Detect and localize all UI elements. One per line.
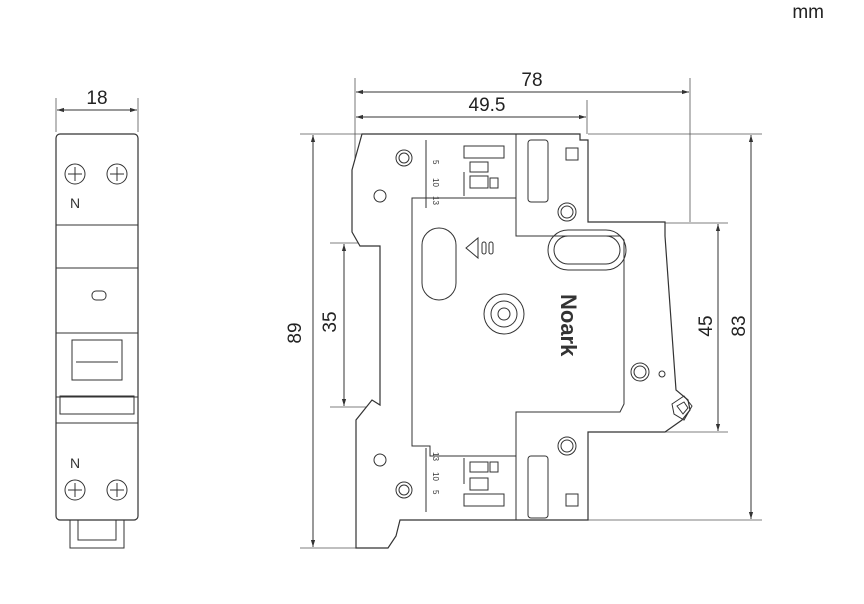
mount-hole: [373, 189, 387, 203]
svg-text:5: 5: [431, 490, 440, 495]
side-view: 78 49.5 89 35 45 83: [285, 70, 762, 549]
dim-rail-height: 35: [320, 311, 341, 332]
toggle-base: [59, 395, 135, 415]
oval-slot: [547, 229, 627, 271]
brand-label: Noark: [556, 294, 581, 357]
mount-hole: [395, 481, 413, 499]
inner-panel: [411, 197, 625, 457]
toggle-housing: [55, 332, 139, 398]
front-view: 18 N N: [55, 88, 139, 549]
dim-front-width: 18: [86, 88, 107, 109]
screw-icon: [64, 479, 86, 501]
dim-overall-height: 89: [285, 322, 306, 343]
indicator-window: [91, 290, 107, 301]
center-knob: [483, 293, 525, 335]
svg-text:5: 5: [431, 160, 440, 165]
svg-text:10: 10: [431, 178, 440, 187]
terminal-marking-bottom: 13 10 5: [425, 448, 505, 512]
unit-label: mm: [792, 2, 824, 23]
svg-text:13: 13: [431, 196, 440, 205]
neutral-label-bottom: N: [70, 455, 80, 471]
side-body-outline: [351, 133, 691, 549]
front-body: [55, 133, 139, 521]
screw-icon: [106, 479, 128, 501]
mount-hole: [557, 436, 577, 456]
din-clip: [69, 520, 125, 549]
mount-hole: [557, 202, 577, 222]
arrow-left-icon: [465, 236, 479, 260]
toggle-lever: [71, 339, 123, 381]
dim-body-height: 83: [729, 315, 750, 336]
screw-icon: [64, 163, 86, 185]
screw-icon: [106, 163, 128, 185]
dim-overall-width: 78: [521, 70, 542, 91]
terminal-marking-top: 5 10 13: [425, 140, 505, 208]
vent-slot: [527, 139, 549, 203]
svg-text:13: 13: [431, 452, 440, 461]
dim-rail-offset: 49.5: [469, 95, 506, 116]
mount-hole: [630, 362, 650, 382]
oval-slot: [421, 227, 457, 301]
lever-cam: [671, 395, 693, 421]
svg-text:10: 10: [431, 472, 440, 481]
vent-slot: [527, 455, 549, 519]
mount-hole: [395, 149, 413, 167]
dim-inner-height: 45: [696, 315, 717, 336]
mount-hole: [373, 453, 387, 467]
neutral-label-top: N: [70, 195, 80, 211]
